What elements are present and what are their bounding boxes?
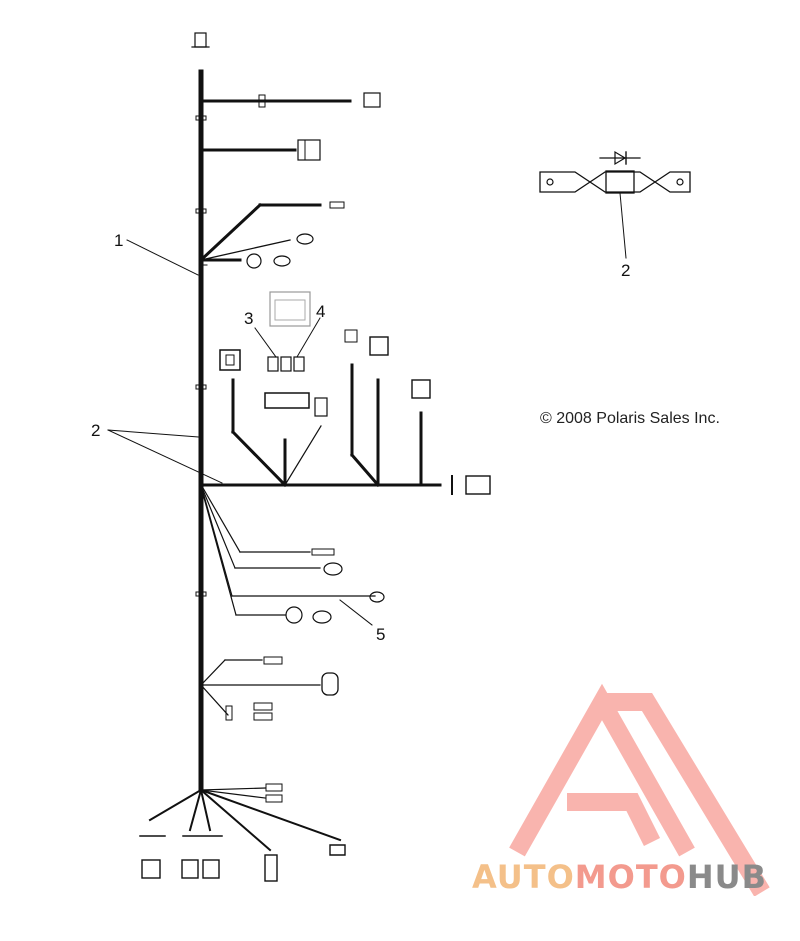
relay-bottom-2 [181, 859, 199, 879]
fuse-4 [280, 356, 292, 372]
terminal-small-1 [329, 201, 345, 209]
relay-cover [269, 291, 311, 327]
connector-mid-1 [369, 336, 389, 356]
callout-3: 3 [244, 309, 254, 328]
watermark-logo-icon [509, 683, 770, 896]
watermark-auto: AUTO [472, 858, 575, 896]
watermark-moto: MOTO [574, 858, 687, 896]
callout-4: 4 [316, 302, 326, 321]
callout-5: 5 [376, 625, 386, 644]
connector-mid-2 [411, 379, 431, 399]
fuse-box [264, 392, 310, 409]
fuse-3 [267, 356, 279, 372]
diode-symbol [614, 150, 627, 166]
diode-link-part [539, 171, 691, 193]
relay-bottom-1 [141, 859, 161, 879]
connector-bottom-plug [329, 844, 346, 856]
callout-1: 1 [114, 231, 124, 250]
ring-terminal-2 [246, 253, 262, 269]
relay-bottom-3 [202, 859, 220, 879]
callout-2-right: 2 [621, 261, 631, 280]
connector-top-2 [297, 139, 321, 161]
connector-round [321, 672, 339, 696]
top-connector [194, 32, 207, 48]
copyright-text: © 2008 Polaris Sales Inc. [540, 410, 720, 427]
connector-mid-3 [465, 475, 491, 495]
ring-terminal-1 [296, 233, 314, 245]
watermark-hub: HUB [686, 858, 768, 896]
callout-2-left: 2 [91, 421, 101, 440]
connector-top-1 [363, 92, 381, 108]
watermark-text: AUTOMOTOHUB [472, 858, 767, 896]
connector-left-block [219, 349, 241, 371]
